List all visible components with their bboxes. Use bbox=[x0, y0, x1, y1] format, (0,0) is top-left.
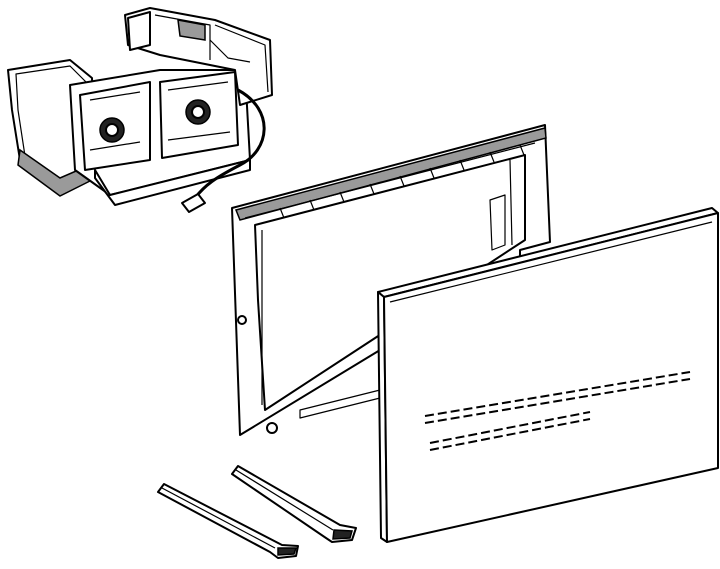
electronics-module bbox=[7, 7, 273, 213]
cover-plate bbox=[377, 207, 719, 543]
actuation-rod-2 bbox=[231, 465, 357, 543]
sensor-window-marks bbox=[424, 371, 691, 451]
actuation-rod-1 bbox=[157, 483, 299, 559]
mounting-frame bbox=[231, 124, 551, 436]
